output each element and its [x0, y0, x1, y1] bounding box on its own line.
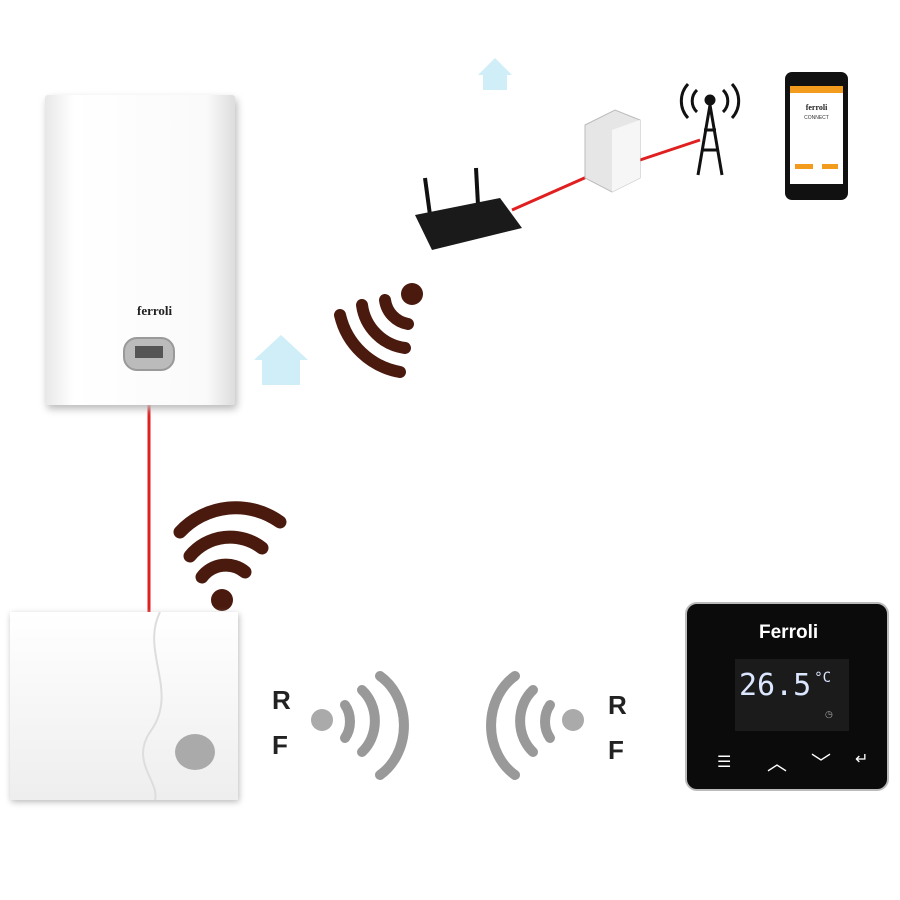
house-icon	[478, 58, 512, 90]
boiler-control-panel[interactable]	[123, 337, 175, 371]
smartphone: ferroli CONNECT	[785, 72, 848, 200]
menu-button[interactable]: ☰	[717, 754, 732, 771]
temperature-unit: °C	[814, 670, 832, 686]
rf-signal-icon	[486, 671, 584, 780]
temperature-readout: 26.5	[739, 668, 812, 703]
clock-icon: ◷	[825, 709, 833, 719]
wifi-signal-icon	[334, 283, 423, 378]
server-tower-line	[639, 138, 701, 162]
rf-receiver	[10, 612, 238, 800]
house-icon	[254, 335, 308, 385]
boiler: ferroli	[45, 95, 235, 405]
rf-label-r: R	[272, 685, 291, 715]
phone-button[interactable]	[822, 164, 838, 169]
thermostat-brand-logo: Ferroli	[759, 622, 819, 643]
antenna-tower-icon	[679, 82, 741, 176]
rf-label-f: F	[272, 730, 288, 760]
phone-brand-logo: ferroli	[805, 103, 828, 112]
enter-button[interactable]: ↵	[855, 751, 869, 768]
thermostat: Ferroli 26.5 °C ◷ ☰ ︿ ﹀ ↵	[685, 602, 889, 791]
rf-label-f: F	[608, 735, 624, 765]
boiler-brand-logo: ferroli	[137, 303, 173, 318]
receiver-led-icon	[175, 734, 215, 770]
router-server-line	[511, 170, 599, 212]
wifi-signal-icon	[173, 501, 287, 611]
server-icon	[584, 109, 641, 193]
rf-signal-icon	[311, 671, 409, 780]
rf-label-r: R	[608, 690, 627, 720]
down-button[interactable]: ﹀	[811, 753, 831, 775]
thermostat-display: 26.5 °C ◷	[735, 659, 849, 731]
up-button[interactable]: ︿	[767, 753, 787, 775]
phone-app-title: CONNECT	[804, 115, 829, 121]
phone-button[interactable]	[795, 164, 813, 169]
router-icon	[415, 167, 522, 250]
